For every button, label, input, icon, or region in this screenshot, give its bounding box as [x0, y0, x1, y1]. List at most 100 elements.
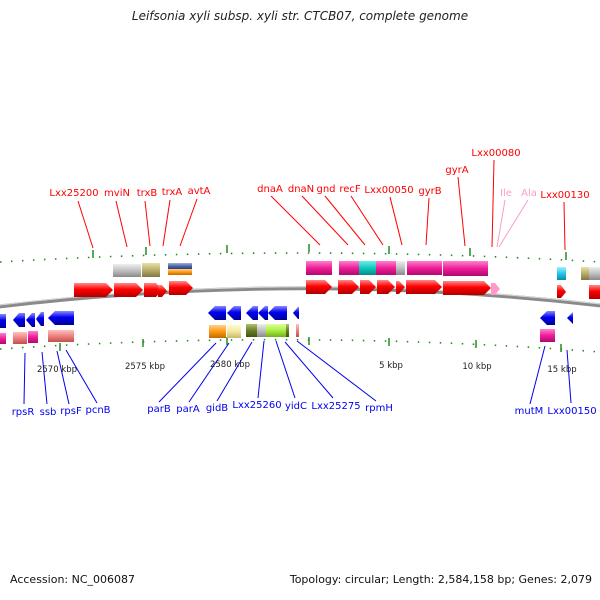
bottom-major-ticks: [59, 337, 562, 352]
label-recF: recF: [339, 184, 361, 195]
cog-box-avtA-bottom: [168, 269, 192, 275]
top-tick-track: [0, 252, 600, 263]
gene-gnd[interactable]: [360, 280, 376, 294]
cog-box-parA: [227, 325, 241, 338]
label-gidB: gidB: [206, 403, 228, 414]
label-parA: parA: [176, 404, 200, 415]
bottom-leader-lines: [23, 340, 572, 405]
cog-box-ssb: [13, 332, 27, 344]
reverse-genes-right: [540, 311, 573, 325]
gene-dnaN[interactable]: [338, 280, 359, 294]
label-trna-ala: Ala: [521, 188, 537, 199]
cog-box-lxx00050: [396, 261, 405, 275]
gene-trxA[interactable]: [158, 285, 167, 297]
tick-label-15: 15 kbp: [547, 365, 576, 375]
tick-label-5: 5 kbp: [379, 361, 403, 371]
cog-box-rpmH-a: [286, 324, 289, 337]
bottom-tick-track: [0, 338, 600, 353]
cog-box-recF: [376, 261, 396, 275]
tick-label-2580: 2580 kbp: [210, 360, 250, 370]
label-parB: parB: [147, 404, 171, 415]
cog-box-lxx25260: [257, 324, 266, 337]
gene-gidB[interactable]: [246, 306, 258, 320]
gene-ssb[interactable]: [13, 313, 25, 327]
label-ssb: ssb: [40, 407, 57, 418]
label-lxx00130: Lxx00130: [540, 190, 589, 201]
cog-box-gnd: [359, 261, 376, 275]
label-rpsR: rpsR: [12, 407, 35, 418]
gene-rpmH[interactable]: [293, 307, 299, 319]
gene-rpsF-b[interactable]: [36, 312, 44, 326]
reverse-genes-left: [0, 311, 74, 328]
gene-lxx00150[interactable]: [567, 312, 573, 324]
gene-yidC[interactable]: [268, 306, 287, 320]
cog-box-rpmH: [296, 324, 299, 337]
label-trxB: trxB: [137, 188, 158, 199]
cog-box-trxB: [142, 263, 160, 277]
top-leader-lines: [77, 159, 566, 251]
gene-rpsR[interactable]: [0, 314, 6, 328]
gene-gyrA[interactable]: [443, 281, 491, 295]
accession: Accession: NC_006087: [10, 573, 136, 586]
gene-lxx00050[interactable]: [396, 281, 405, 294]
label-lxx00150: Lxx00150: [547, 406, 596, 417]
cog-box-pcnB: [48, 330, 74, 342]
label-lxx00050: Lxx00050: [364, 185, 413, 196]
genome-title: Leifsonia xyli subsp. xyli str. CTCB07, …: [131, 9, 469, 23]
gene-pcnB[interactable]: [48, 311, 74, 325]
genome-backbone: [0, 286, 600, 309]
label-lxx25200: Lxx25200: [49, 188, 98, 199]
cog-box-gyrA: [443, 261, 488, 276]
label-lxx00080: Lxx00080: [471, 148, 520, 159]
label-mviN: mviN: [104, 188, 130, 199]
cog-box-yidC: [266, 324, 286, 337]
tick-label-10: 10 kbp: [462, 362, 491, 372]
cog-box-rpsR: [0, 333, 6, 344]
gene-lxx25260[interactable]: [258, 306, 268, 320]
label-trna-ile: Ile: [500, 188, 512, 199]
gene-rpsF[interactable]: [26, 313, 35, 327]
label-rpsF: rpsF: [60, 406, 82, 417]
label-rpmH: rpmH: [365, 403, 393, 414]
gene-mutM[interactable]: [540, 311, 555, 325]
label-avtA: avtA: [188, 186, 211, 197]
gene-dnaA[interactable]: [306, 280, 332, 294]
label-gnd: gnd: [316, 184, 335, 195]
forward-genes-left: [74, 281, 193, 297]
gene-right-edge[interactable]: [589, 285, 600, 299]
cog-box-dnaA: [306, 261, 332, 275]
label-dnaN: dnaN: [288, 184, 314, 195]
cog-box-mviN: [113, 264, 141, 277]
top-major-ticks: [92, 244, 567, 260]
gene-trxB[interactable]: [144, 283, 162, 297]
gene-lxx00130[interactable]: [557, 285, 566, 298]
cog-box-parB: [209, 325, 226, 338]
forward-genes-right: [306, 280, 600, 299]
gene-lxx25200[interactable]: [74, 283, 113, 297]
gene-mviN[interactable]: [114, 283, 143, 297]
gene-avtA[interactable]: [169, 281, 193, 295]
reverse-genes-middle: [208, 306, 299, 320]
tick-label-2575: 2575 kbp: [125, 362, 165, 372]
label-trxA: trxA: [162, 187, 183, 198]
gene-trna-ile-ala[interactable]: [491, 283, 500, 295]
gene-recF[interactable]: [377, 280, 395, 294]
label-lxx25260: Lxx25260: [232, 400, 281, 411]
tick-label-2570: 2570 kbp: [37, 365, 77, 375]
label-lxx25275: Lxx25275: [311, 401, 360, 412]
label-gyrB: gyrB: [418, 186, 441, 197]
cog-box-gidB: [246, 324, 257, 337]
cog-box-dnaN: [339, 261, 359, 275]
label-mutM: mutM: [515, 406, 544, 417]
trna-leader-lines: [496, 199, 529, 248]
gene-gyrB[interactable]: [406, 280, 442, 294]
label-dnaA: dnaA: [257, 184, 283, 195]
label-gyrA: gyrA: [445, 165, 468, 176]
gene-parA[interactable]: [227, 306, 241, 320]
gene-parB[interactable]: [208, 306, 226, 320]
cog-box-rpsF: [28, 331, 38, 343]
cog-box-mutM: [540, 329, 555, 342]
cog-box-lxx00130-a: [557, 267, 566, 280]
cog-box-avtA-top: [168, 263, 192, 269]
